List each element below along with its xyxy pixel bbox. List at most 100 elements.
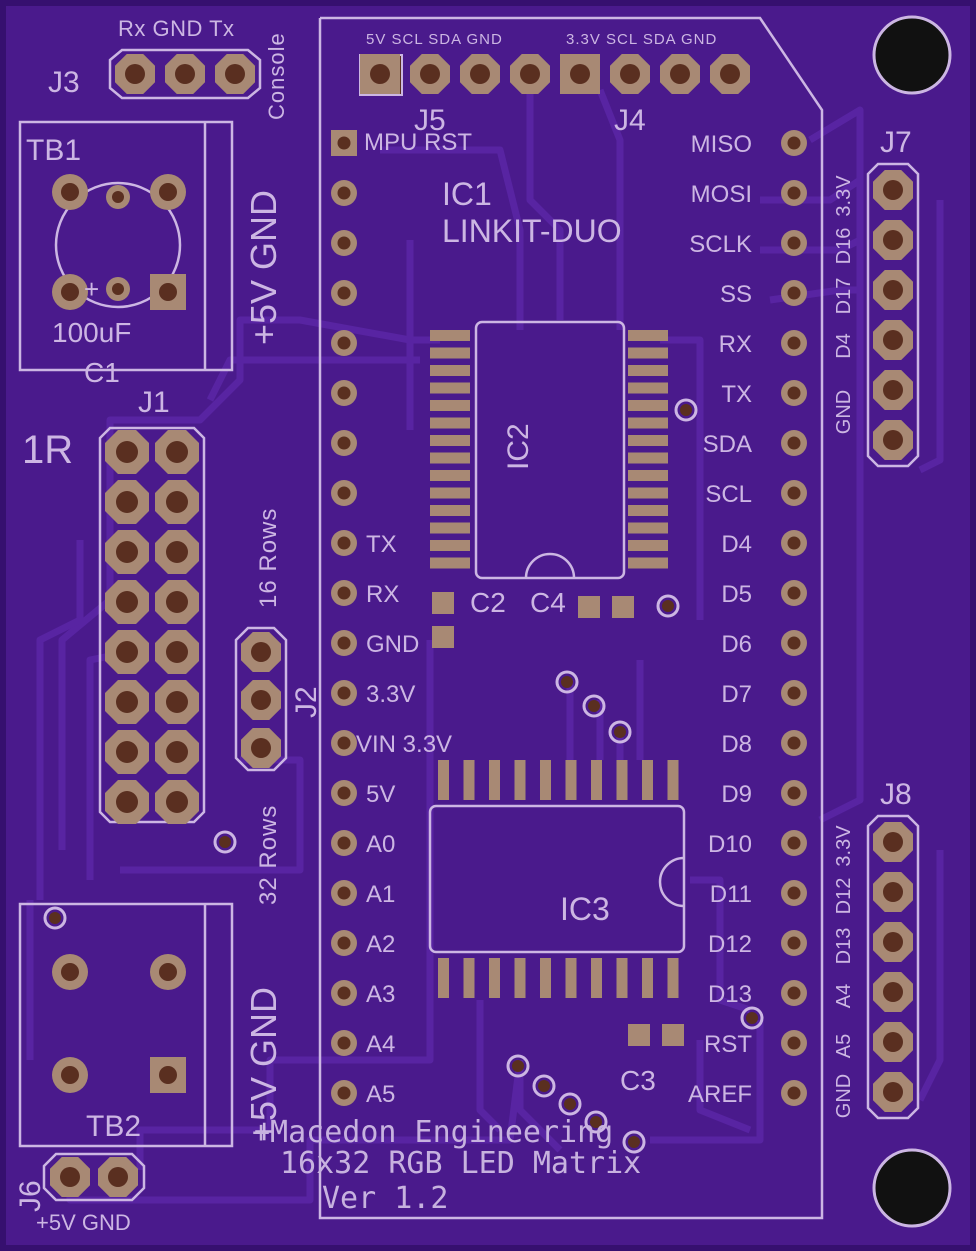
ic1-left-pin-label-11: GND [366,631,419,658]
ic1-left-pin-4 [331,280,357,306]
ic3-pad-bottom-1 [438,958,449,998]
rows16-label: 16 Rows [255,508,282,608]
ic1-left-pin-20 [331,1080,357,1106]
j1-pin-13 [105,730,149,774]
j4-pin-labels: 3.3V SCL SDA GND [566,31,717,48]
tb1-pad-2 [150,174,186,210]
j4-label: J4 [614,104,646,137]
ic1-right-pin-8 [781,480,807,506]
j1-pin-1 [105,430,149,474]
c4-label: C4 [530,587,566,618]
via-7 [43,906,67,930]
rows32-label: 32 Rows [255,805,282,905]
j3-pin-3 [215,54,255,94]
ic1-right-pin-label-15: D10 [708,831,752,858]
via-11 [558,1092,582,1116]
one-r-label: 1R [22,428,73,472]
j8-pin-1 [873,822,913,862]
ic1-outline [318,16,824,1220]
ic3-pad-top-2 [463,760,475,800]
ic3-outline [428,804,686,954]
pwr-top-label: +5V GND [243,190,284,345]
c3-label: C3 [620,1065,656,1096]
ic1-left-pin-18 [331,980,357,1006]
c2-label: C2 [470,587,506,618]
j7-label: J7 [880,126,912,159]
via-10 [532,1074,556,1098]
j8-pin-label-6: GND [833,1074,855,1118]
tb2-label: TB2 [86,1110,141,1143]
ic2-pad-left-10 [430,487,470,499]
j1-pin-12 [155,680,199,724]
ic1-right-pin-7 [781,430,807,456]
ic3-pad-bottom-2 [463,958,475,998]
ic1-right-pin-label-4: SS [720,281,752,308]
j8-pin-label-2: D12 [833,878,855,915]
j1-pin-8 [155,580,199,624]
tb1-pad-3 [52,274,88,310]
product-label: 16x32 RGB LED Matrix [280,1146,641,1181]
j3-pin-1 [115,54,155,94]
j8-pin-label-4: A4 [833,984,855,1008]
ic1-right-pin-9 [781,530,807,556]
ic1-right-pin-label-2: MOSI [691,181,752,208]
tb1-pad-1 [52,174,88,210]
via-3 [555,670,579,694]
ic1-right-pin-label-5: RX [719,331,752,358]
ic2-pad-right-4 [628,382,668,394]
ic2-pad-left-9 [430,470,470,481]
j7-pin-6 [873,420,913,460]
ic3-pad-top-7 [591,760,602,800]
ic1-left-pin-19 [331,1030,357,1056]
pwr-bottom-label: +5V GND [243,987,284,1142]
ic1-right-pin-15 [781,830,807,856]
j8-pin-2 [873,872,913,912]
ic2-pad-right-5 [628,400,668,411]
j6-label: J6 [14,1180,47,1212]
ic1-right-pin-11 [781,630,807,656]
ic1-right-pin-label-3: SCLK [689,231,752,258]
via-1 [674,398,698,422]
c1-label: C1 [84,357,120,388]
j8-pin-4 [873,972,913,1012]
j1-pin-16 [155,780,199,824]
cap-plus: + [84,274,99,304]
ic2-pad-left-8 [430,452,470,464]
ic1-right-pin-4 [781,280,807,306]
ic2-pad-left-4 [430,382,470,394]
j8-pin-label-5: A5 [833,1034,855,1058]
ic2-pad-right-9 [628,470,668,481]
ic2-pad-right-14 [628,557,668,569]
ic3-pad-bottom-8 [616,958,628,998]
j5-label: J5 [414,104,446,137]
j6-header-outline [42,1152,146,1202]
ic1-left-pin-label-16: A1 [366,881,395,908]
ic1-right-pin-10 [781,580,807,606]
ic1-left-pin-16 [331,880,357,906]
via-9 [506,1054,530,1078]
ic3-label: IC3 [560,891,610,927]
j2-header-outline [234,626,288,772]
ic1-left-pin-6 [331,380,357,406]
j8-pin-6 [873,1072,913,1112]
ic1-left-pin-label-20: A5 [366,1081,395,1108]
ic1-right-pin-3 [781,230,807,256]
ic2-pad-left-7 [430,435,470,446]
c3-pad-1 [628,1024,650,1046]
j8-pin-5 [873,1022,913,1062]
console-label: Console [264,32,289,120]
j1-header-outline [98,426,206,824]
j8-label: J8 [880,778,912,811]
j2-pin-3 [241,728,281,768]
j1-pin-9 [105,630,149,674]
tb2-pad-1 [52,954,88,990]
ic3-pad-top-3 [489,760,500,800]
ic1-right-pin-12 [781,680,807,706]
j5-pin-labels: 5V SCL SDA GND [366,31,503,48]
ic1-right-pin-label-7: SDA [703,431,752,458]
j3-pin-2 [165,54,205,94]
j7-header-outline [866,162,920,468]
ic2-pad-left-3 [430,365,470,376]
ic1-right-pin-label-8: SCL [705,481,752,508]
